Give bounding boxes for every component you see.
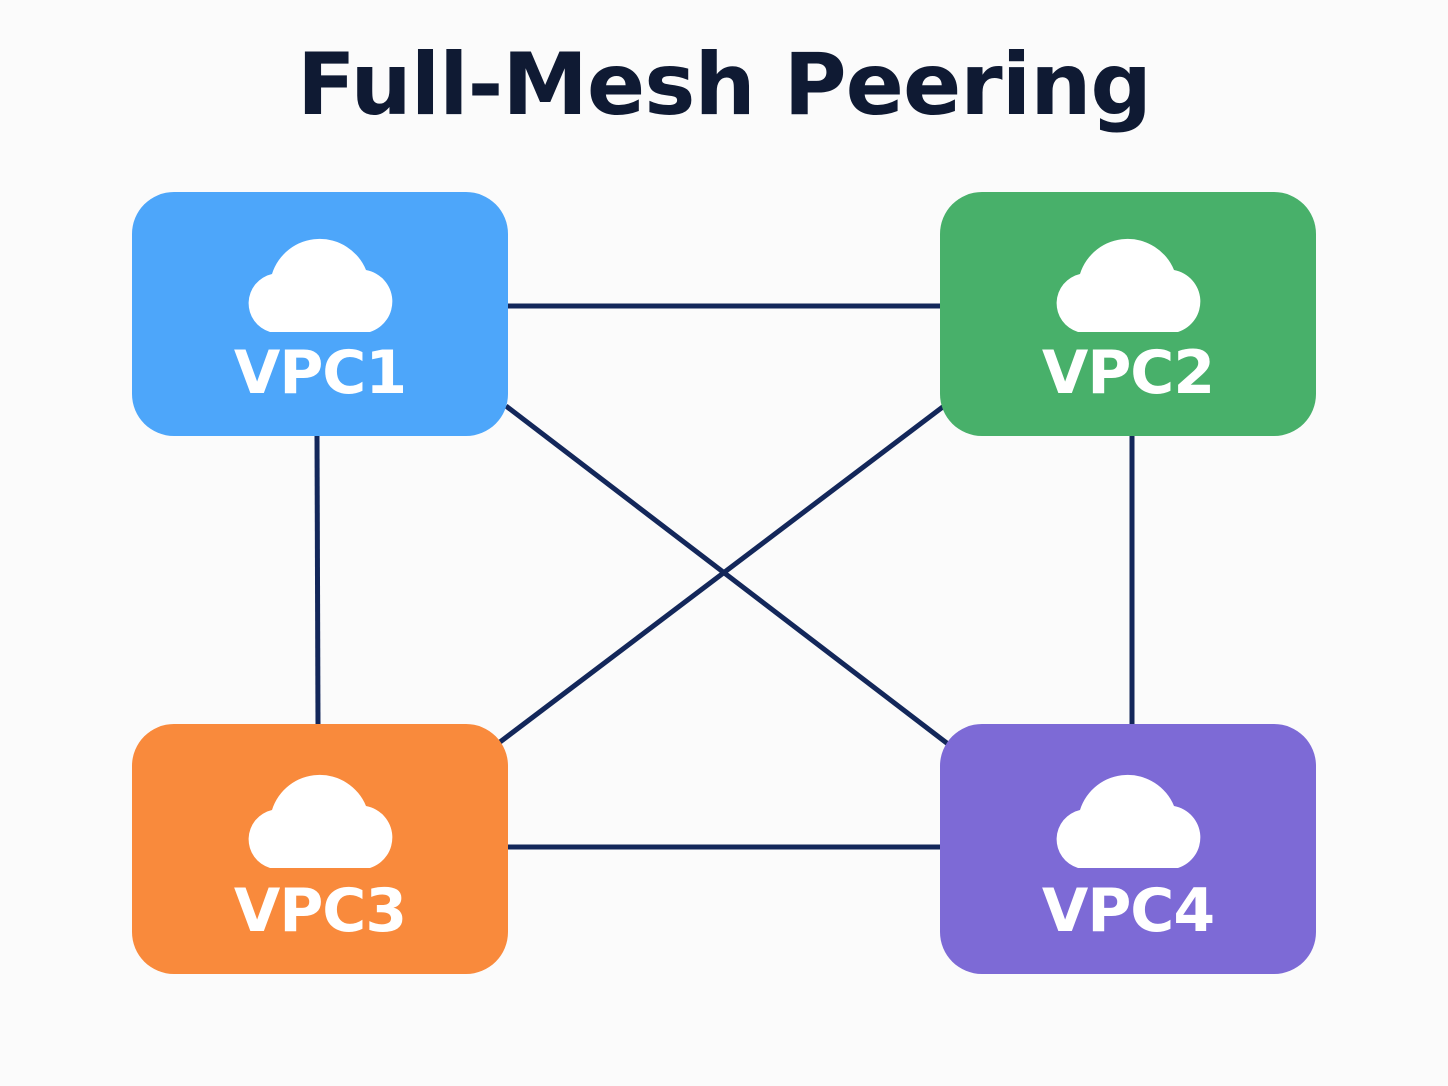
vpc2-node[interactable]: VPC2 [940, 192, 1316, 436]
vpc4-label: VPC4 [1041, 876, 1215, 946]
cloud-icon [1056, 774, 1201, 868]
cloud-icon [1056, 238, 1201, 332]
cloud-icon [248, 774, 393, 868]
vpc3-label: VPC3 [233, 876, 407, 946]
vpc3-node[interactable]: VPC3 [132, 724, 508, 974]
diagram-title: Full-Mesh Peering [297, 35, 1152, 135]
vpc1-node[interactable]: VPC1 [132, 192, 508, 436]
link-vpc2-vpc3 [498, 404, 946, 744]
vpc4-node[interactable]: VPC4 [940, 724, 1316, 974]
vpc1-label: VPC1 [233, 338, 407, 408]
vpc2-label: VPC2 [1041, 338, 1215, 408]
link-vpc1-vpc3 [314, 435, 321, 725]
link-vpc1-vpc4 [504, 404, 950, 746]
cloud-icon [248, 238, 393, 332]
